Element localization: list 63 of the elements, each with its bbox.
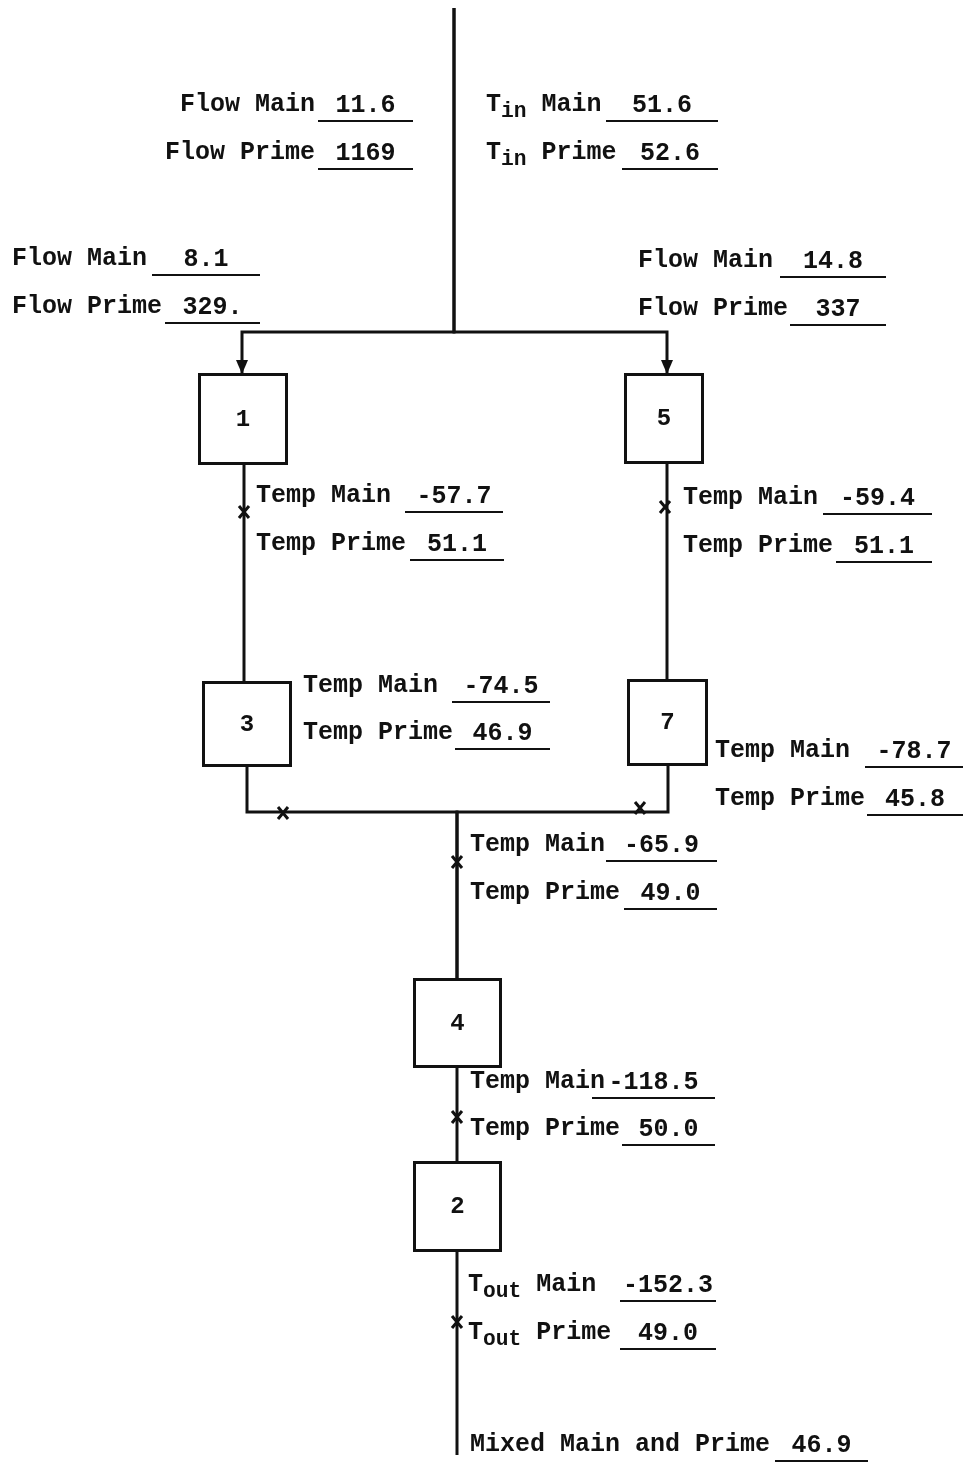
quantity-label: Temp Main [256,481,392,511]
quantity-label: Temp Main [470,1067,606,1097]
quantity-label: Flow Prime [165,138,316,168]
value-field: -57.7 [405,483,503,513]
value-field: 337 [790,296,886,326]
value-field: 1169 [318,140,413,170]
component-box [202,681,292,767]
quantity-label: Temp Main [683,483,819,513]
quantity-label: Flow Main [180,90,316,120]
component-number: 2 [450,1193,465,1220]
value-field: 51.1 [410,531,504,561]
flow-line [665,464,669,679]
value-field: 8.1 [152,246,260,276]
value-field: 50.0 [622,1116,715,1146]
quantity-label: T$_{in}$ Main [486,90,602,126]
component-box [624,373,704,464]
value-field: 51.6 [606,92,718,122]
value-field: -59.4 [823,485,932,515]
quantity-label: Flow Main [12,244,148,274]
component-box [627,679,708,766]
quantity-label: Flow Prime [12,292,163,322]
value-field: 51.1 [836,533,932,563]
value-field: 11.6 [318,92,413,122]
quantity-label: Temp Prime [470,1114,621,1144]
quantity-label: Flow Main [638,246,774,276]
value-field: -152.3 [620,1272,716,1302]
quantity-label: Temp Prime [256,529,407,559]
quantity-label: Flow Prime [638,294,789,324]
quantity-label: T$_{out}$ Main [468,1270,597,1306]
quantity-label: Temp Prime [303,718,454,748]
quantity-label: Mixed Main and Prime [470,1430,771,1460]
value-field: 46.9 [455,720,550,750]
flow-line [242,465,246,681]
component-number: 7 [660,709,675,736]
quantity-label: Temp Main [303,671,439,701]
value-field: -74.5 [452,673,550,703]
flow-line [455,1068,459,1161]
value-field: -65.9 [606,832,717,862]
value-field: 45.8 [867,786,963,816]
value-field: 329. [165,294,260,324]
value-field: 46.9 [775,1432,868,1462]
component-box [413,978,502,1068]
quantity-label: T$_{in}$ Prime [486,138,617,174]
component-number: 3 [239,710,255,738]
value-field: 52.6 [622,140,718,170]
flow-line [455,766,670,978]
value-field: 49.0 [620,1320,716,1350]
component-number: 4 [450,1009,465,1037]
value-field: 49.0 [624,880,717,910]
component-number: 1 [235,405,251,433]
component-box [413,1161,502,1252]
flow-line [455,1252,459,1455]
component-number: 5 [656,405,672,432]
component-box [198,373,288,465]
value-field: -78.7 [865,738,963,768]
quantity-label: Temp Main [470,830,606,860]
flow-line [452,8,673,374]
quantity-label: Temp Main [715,736,851,766]
quantity-label: Temp Prime [683,531,834,561]
quantity-label: Temp Prime [715,784,866,814]
quantity-label: T$_{out}$ Prime [468,1318,612,1354]
quantity-label: Temp Prime [470,878,621,908]
value-field: 14.8 [780,248,886,278]
